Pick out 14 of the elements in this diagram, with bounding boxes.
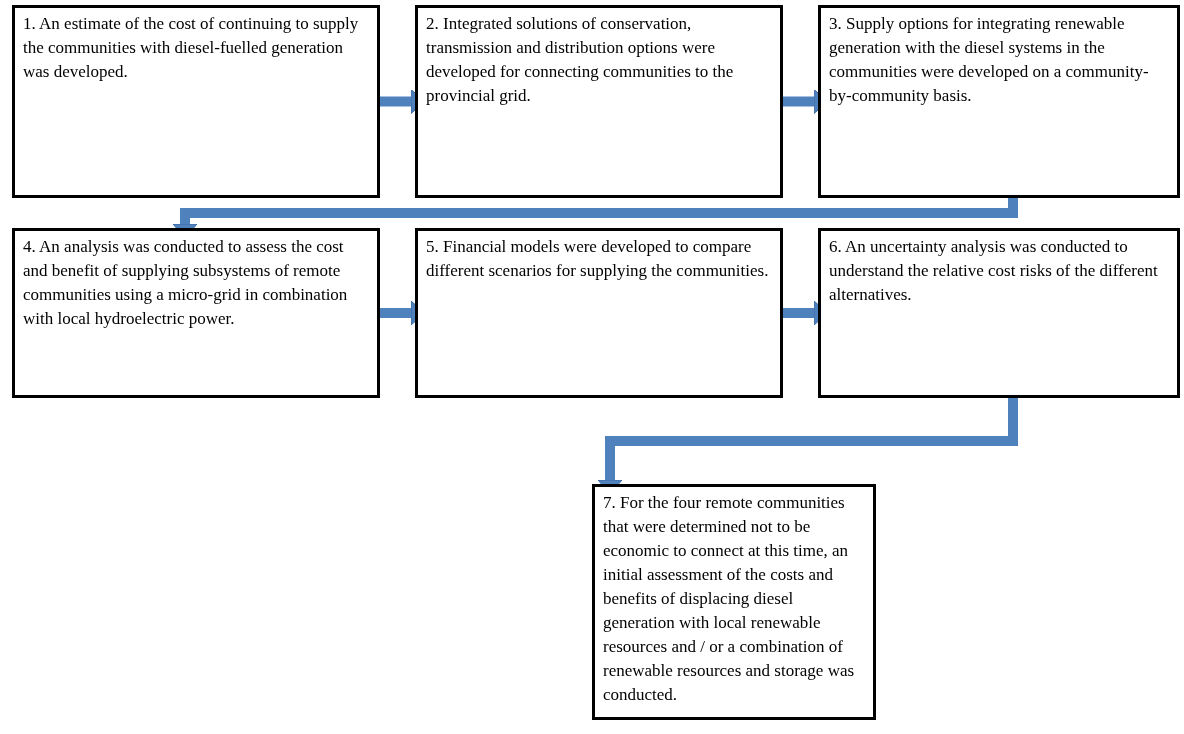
step-text: 5. Financial models were developed to compare different scenarios for supplying the communities. (426, 236, 770, 282)
process-box (818, 5, 1180, 198)
process-box (415, 5, 783, 198)
process-box (415, 228, 783, 398)
step-text: 2. Integrated solutions of conservation, transmission and distribution options were developed for connecting communities to the provincial grid. (426, 13, 735, 107)
step-text: 3. Supply options for integrating renewable generation with the diesel systems in the communities were developed on a community-by-community basis. (829, 13, 1150, 107)
step-text: 7. For the four remote communities that were determined not to be economic to connect at this time, an initial assessment of the costs and benefits of displacing diesel generation with local renewable resources and / or a combination of renewable resources and storage was conducted. (603, 492, 856, 706)
step-text: 1. An estimate of the cost of continuing to supply the communities with diesel-fuelled generation was developed. (23, 13, 360, 83)
process-box (12, 5, 380, 198)
step-text: 6. An uncertainty analysis was conducted to understand the relative cost risks of the different alternatives. (829, 236, 1159, 306)
process-box (592, 484, 876, 720)
process-box (12, 228, 380, 398)
process-box (818, 228, 1180, 398)
step-text: 4. An analysis was conducted to assess the cost and benefit of supplying subsystems of remote communities using a micro-grid in combination with local hydroelectric power. (23, 236, 349, 330)
